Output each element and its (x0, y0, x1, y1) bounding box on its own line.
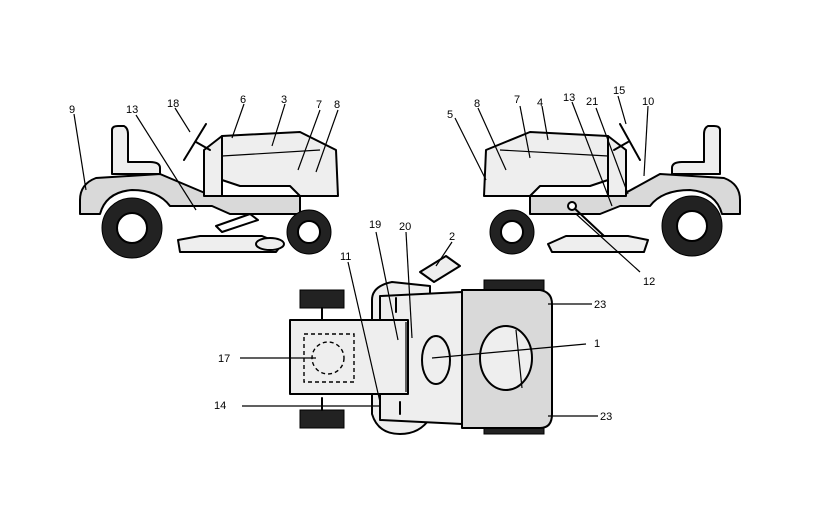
callout-1: 1 (594, 338, 600, 350)
rear-wheel-right (299, 409, 345, 429)
callout-10: 10 (642, 96, 654, 108)
callout-5: 5 (447, 109, 453, 121)
callout-4: 4 (537, 97, 543, 109)
callout-3: 3 (281, 94, 287, 106)
callout-18: 18 (167, 98, 179, 110)
mower-deck (547, 235, 649, 253)
rear-fender (79, 173, 301, 215)
callout-21: 21 (586, 96, 598, 108)
seat (111, 125, 161, 175)
steering-wheel (619, 123, 641, 161)
discharge-chute (419, 255, 461, 283)
hood (221, 131, 339, 197)
callout-12: 12 (643, 276, 655, 288)
callout-8: 8 (474, 98, 480, 110)
pulley (421, 335, 451, 385)
dash-panel (203, 135, 223, 197)
callout-17: 17 (218, 353, 230, 365)
callout-7: 7 (514, 94, 520, 106)
callout-7: 7 (316, 99, 322, 111)
top-callouts: 19 20 2 11 23 17 1 14 23 (214, 219, 612, 423)
callout-15: 15 (613, 85, 625, 97)
callout-8: 8 (334, 99, 340, 111)
callout-6: 6 (240, 94, 246, 106)
callout-13: 13 (563, 92, 575, 104)
top-leaders (240, 231, 598, 417)
callout-20: 20 (399, 221, 411, 233)
callout-9: 9 (69, 104, 75, 116)
callout-19: 19 (369, 219, 381, 231)
hood (483, 131, 609, 197)
callout-11: 11 (340, 251, 351, 263)
callout-13: 13 (126, 104, 138, 116)
left-side-view (79, 123, 339, 259)
rear-box (289, 319, 409, 395)
rear-wheel-left (299, 289, 345, 309)
right-leaders (454, 95, 649, 273)
callout-23-top: 23 (594, 299, 606, 311)
height-lever (571, 205, 605, 237)
callout-14: 14 (214, 400, 226, 412)
right-callouts: 5 8 7 4 13 21 15 10 12 (447, 85, 655, 288)
callout-23-bottom: 23 (600, 411, 612, 423)
callout-2: 2 (449, 231, 455, 243)
left-leaders (73, 103, 339, 211)
right-side-view (483, 123, 741, 257)
left-callouts: 9 13 18 6 3 7 8 (69, 94, 340, 116)
top-view (289, 255, 553, 435)
brake-pedal (215, 213, 259, 233)
seat (671, 125, 721, 175)
hood-scoop (479, 325, 533, 391)
rear-fender (529, 173, 741, 215)
